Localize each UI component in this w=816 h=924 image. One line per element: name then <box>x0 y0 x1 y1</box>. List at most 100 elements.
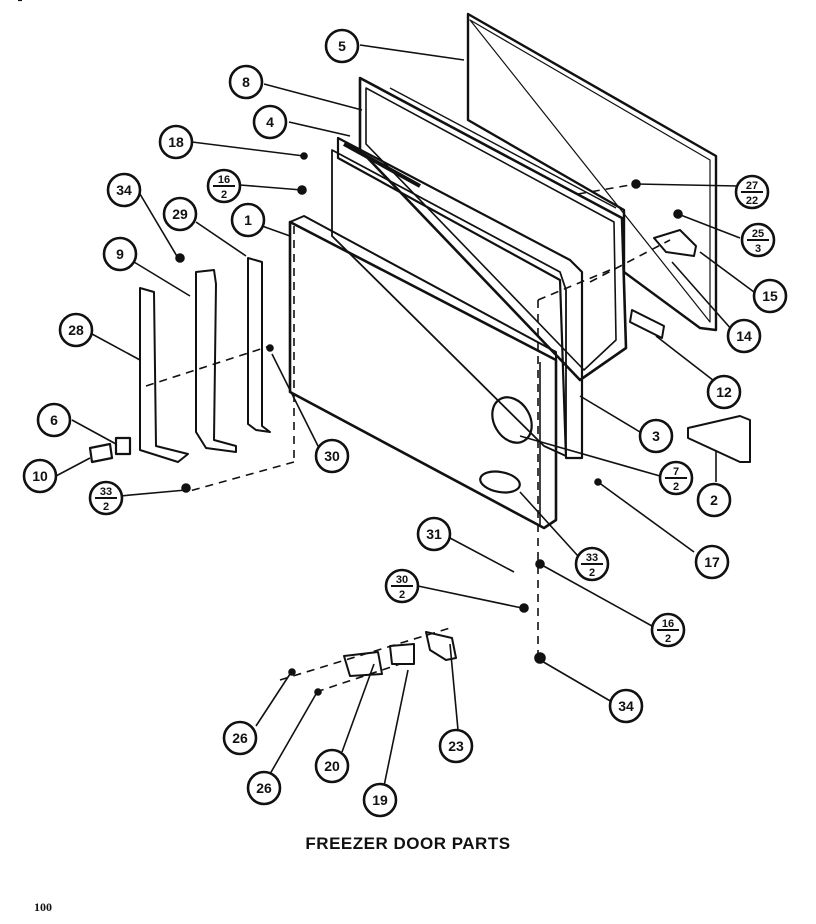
part-4-liner-face <box>331 149 567 457</box>
callout-c7-2: 72 <box>658 460 694 496</box>
callout-c34b: 34 <box>608 688 644 724</box>
part-1-door-panel <box>288 220 558 530</box>
part-2-hinge <box>687 415 751 463</box>
part-6 <box>114 436 132 456</box>
callout-number: 3 <box>652 428 660 444</box>
callout-circle <box>324 28 360 64</box>
callout-circle <box>752 278 788 314</box>
callout-circle <box>608 688 644 724</box>
callout-number: 15 <box>762 288 778 304</box>
page-number: 100 <box>34 900 52 914</box>
callout-circle <box>726 318 762 354</box>
callout-c26b: 26 <box>246 770 282 806</box>
callout-quantity: 2 <box>221 189 227 201</box>
callout-number: 30 <box>396 574 408 586</box>
callout-number: 16 <box>662 618 674 630</box>
part-4-hatch <box>343 142 421 188</box>
callout-c29: 29 <box>162 196 198 232</box>
callout-c26a: 26 <box>222 720 258 756</box>
part-28-strip <box>139 287 189 463</box>
callout-circle <box>158 124 194 160</box>
callout-number: 20 <box>324 758 340 774</box>
callout-c28: 28 <box>58 312 94 348</box>
callout-quantity: 3 <box>755 243 761 255</box>
callout-number: 10 <box>32 468 48 484</box>
part-7-plug <box>491 396 533 444</box>
leader-lines <box>55 44 755 787</box>
callout-number: 5 <box>338 38 346 54</box>
callout-number: 8 <box>242 74 250 90</box>
callout-c2: 2 <box>696 482 732 518</box>
callout-circle <box>252 104 288 140</box>
callout-number: 30 <box>324 448 340 464</box>
callout-number: 9 <box>116 246 124 262</box>
callout-c20: 20 <box>314 748 350 784</box>
callout-c16-2a: 162 <box>206 168 242 204</box>
part-8-gasket <box>358 76 628 382</box>
callout-number: 33 <box>586 552 598 564</box>
callout-quantity: 2 <box>673 481 679 493</box>
part-12-rail <box>629 309 665 339</box>
callout-circle <box>362 782 398 818</box>
callout-number: 29 <box>172 206 188 222</box>
callout-number: 26 <box>256 780 272 796</box>
callout-circle <box>106 172 142 208</box>
assembly-lines <box>145 183 671 693</box>
callout-c5: 5 <box>324 28 360 64</box>
callout-c3: 3 <box>638 418 674 454</box>
callout-circle <box>228 64 264 100</box>
part-10 <box>88 442 114 464</box>
diagram-title: FREEZER DOOR PARTS <box>305 834 511 853</box>
callout-c23: 23 <box>438 728 474 764</box>
callout-c30-2: 302 <box>384 568 420 604</box>
callout-c33-2a: 332 <box>88 480 124 516</box>
callout-c9: 9 <box>102 236 138 272</box>
part-14-bracket <box>653 229 697 257</box>
callout-circle <box>230 202 266 238</box>
callout-number: 33 <box>100 486 112 498</box>
callout-number: 31 <box>426 526 442 542</box>
callout-circle <box>162 196 198 232</box>
callout-number: 34 <box>116 182 132 198</box>
callout-c15: 15 <box>752 278 788 314</box>
callout-circle <box>706 374 742 410</box>
part-8-edge <box>389 87 617 209</box>
callout-number: 26 <box>232 730 248 746</box>
callout-number: 23 <box>448 738 464 754</box>
callout-circle <box>638 418 674 454</box>
callout-circle <box>246 770 282 806</box>
callout-number: 12 <box>716 384 732 400</box>
part-4-liner <box>336 136 584 460</box>
callout-c14: 14 <box>726 318 762 354</box>
callout-c17: 17 <box>694 544 730 580</box>
callout-c25-3: 253 <box>740 222 776 258</box>
callout-number: 7 <box>673 466 679 478</box>
callout-quantity: 22 <box>746 195 758 207</box>
callout-quantity: 2 <box>665 633 671 645</box>
fasteners <box>175 152 683 696</box>
callout-number: 2 <box>710 492 718 508</box>
callout-number: 6 <box>50 412 58 428</box>
callout-circle <box>438 728 474 764</box>
callout-circle <box>222 720 258 756</box>
callout-number: 1 <box>244 212 252 228</box>
callout-circle <box>102 236 138 272</box>
callout-number: 14 <box>736 328 752 344</box>
callout-circle <box>694 544 730 580</box>
callout-circle <box>22 458 58 494</box>
callout-c16-2b: 162 <box>650 612 686 648</box>
callout-circle <box>58 312 94 348</box>
callout-c34a: 34 <box>106 172 142 208</box>
part-5-panel-inner <box>469 19 711 323</box>
callout-c4: 4 <box>252 104 288 140</box>
callout-c12: 12 <box>706 374 742 410</box>
part-29-strip <box>247 257 271 433</box>
part-19-bracket <box>389 643 415 665</box>
callout-number: 16 <box>218 174 230 186</box>
callout-c19: 19 <box>362 782 398 818</box>
callout-c6: 6 <box>36 402 72 438</box>
callout-number: 34 <box>618 698 634 714</box>
part-33-cover <box>479 470 521 494</box>
